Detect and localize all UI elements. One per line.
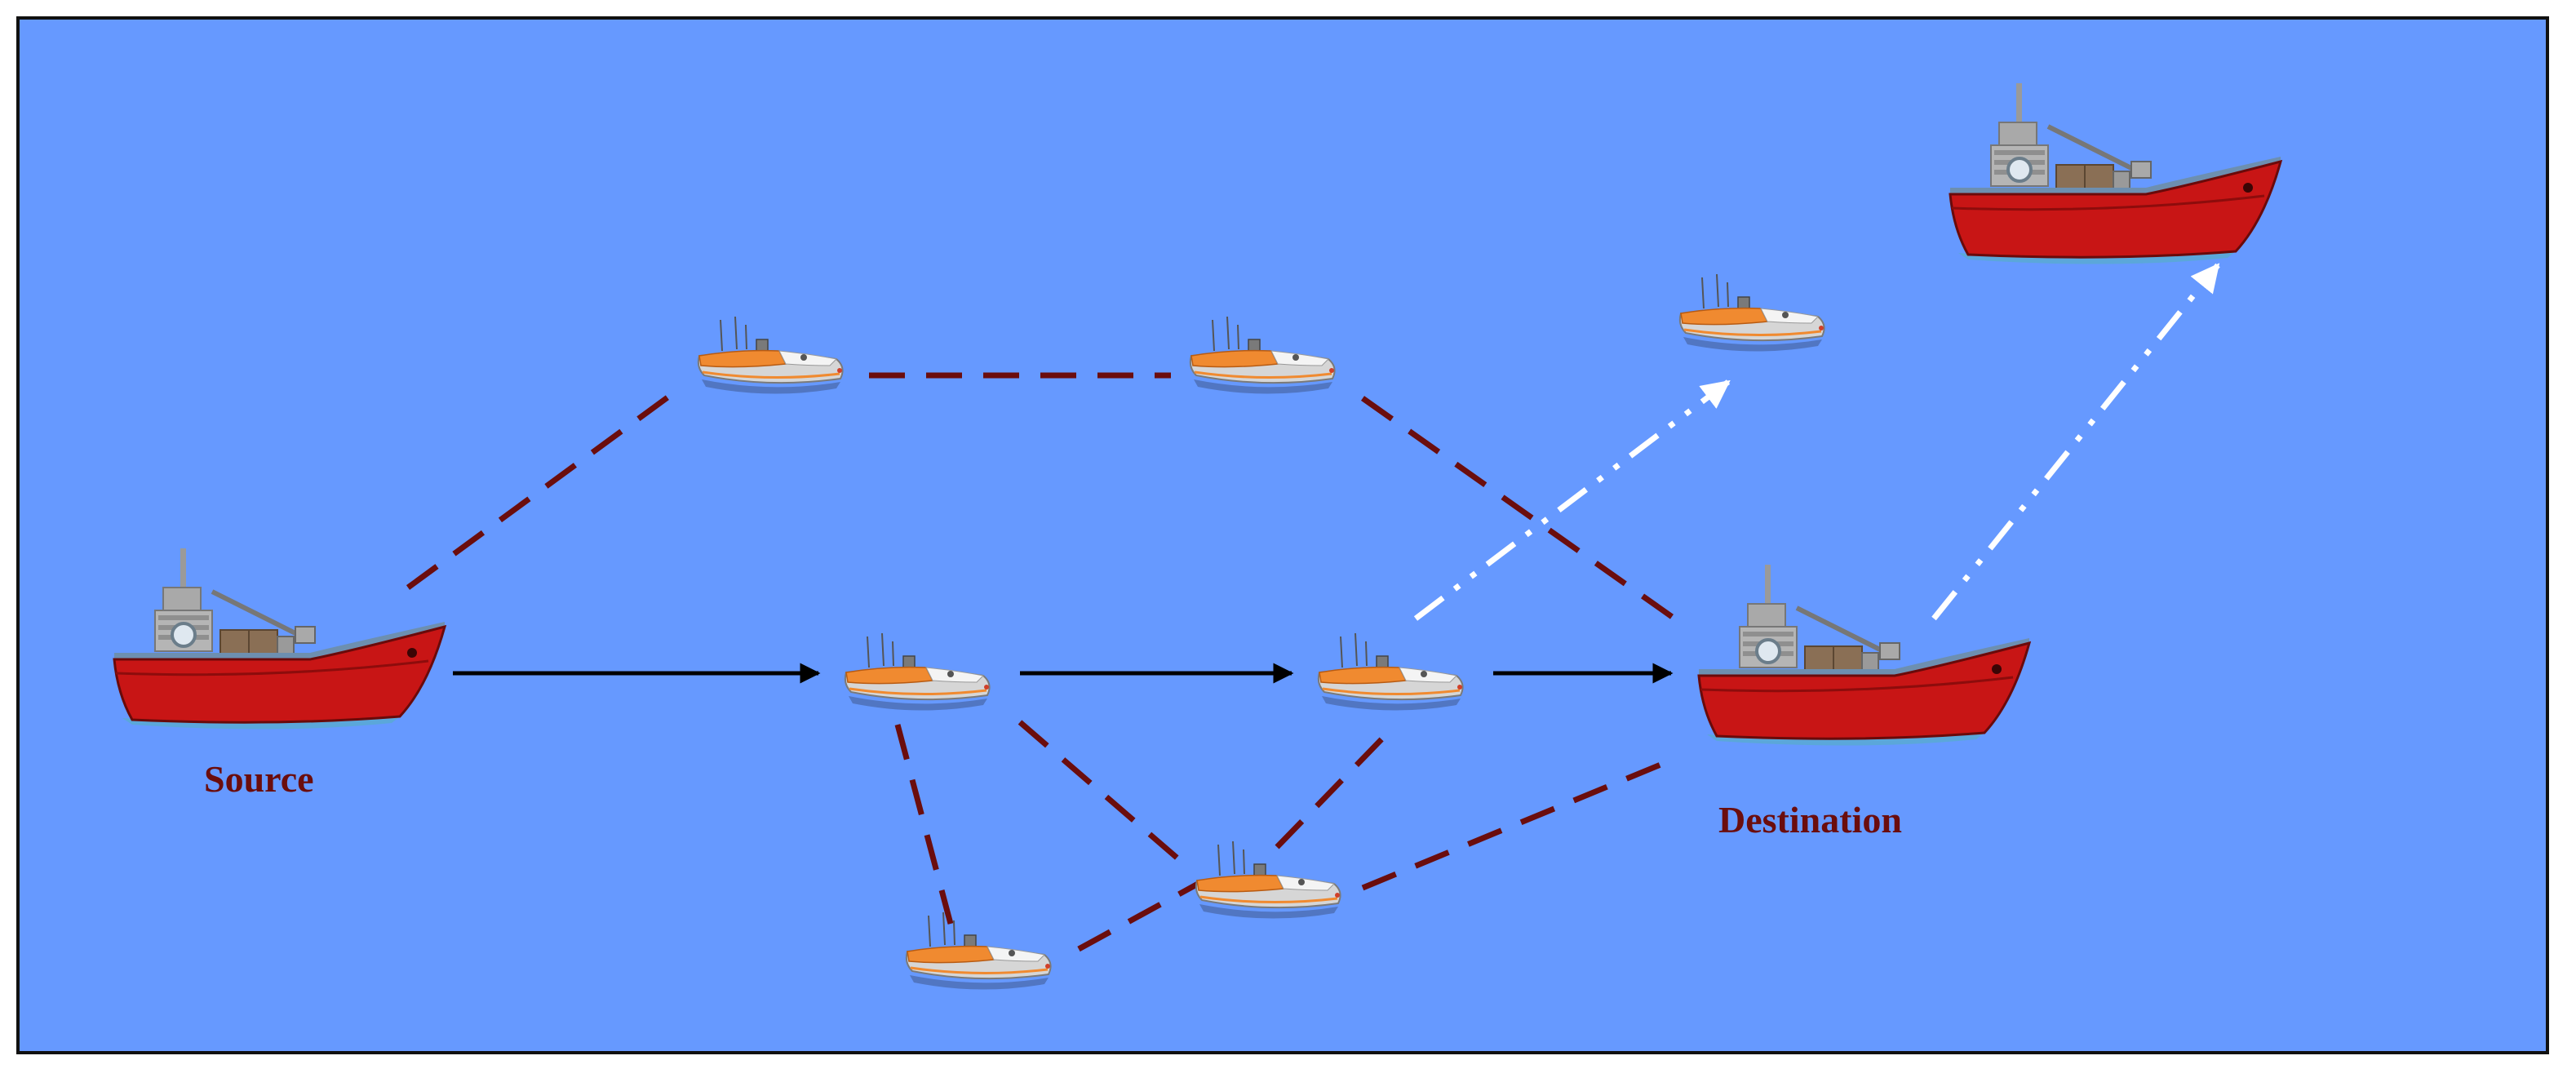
link-usv-mid-1-usv-low-1 [894,724,954,925]
departure-arrow-destination-ship-away [1931,263,2220,621]
departure-arrow-usv-mid-2-usv-top-3 [1413,379,1731,621]
source-label: Source [204,758,314,800]
links-layer [406,263,2220,952]
link-usv-mid-1-usv-low-2 [1018,720,1190,869]
link-usv-low-1-usv-low-2 [1077,880,1201,952]
link-usv-top-2-destination [1360,396,1679,623]
destination-label: Destination [1718,799,1902,841]
link-usv-low-2-usv-mid-2 [1275,734,1387,849]
